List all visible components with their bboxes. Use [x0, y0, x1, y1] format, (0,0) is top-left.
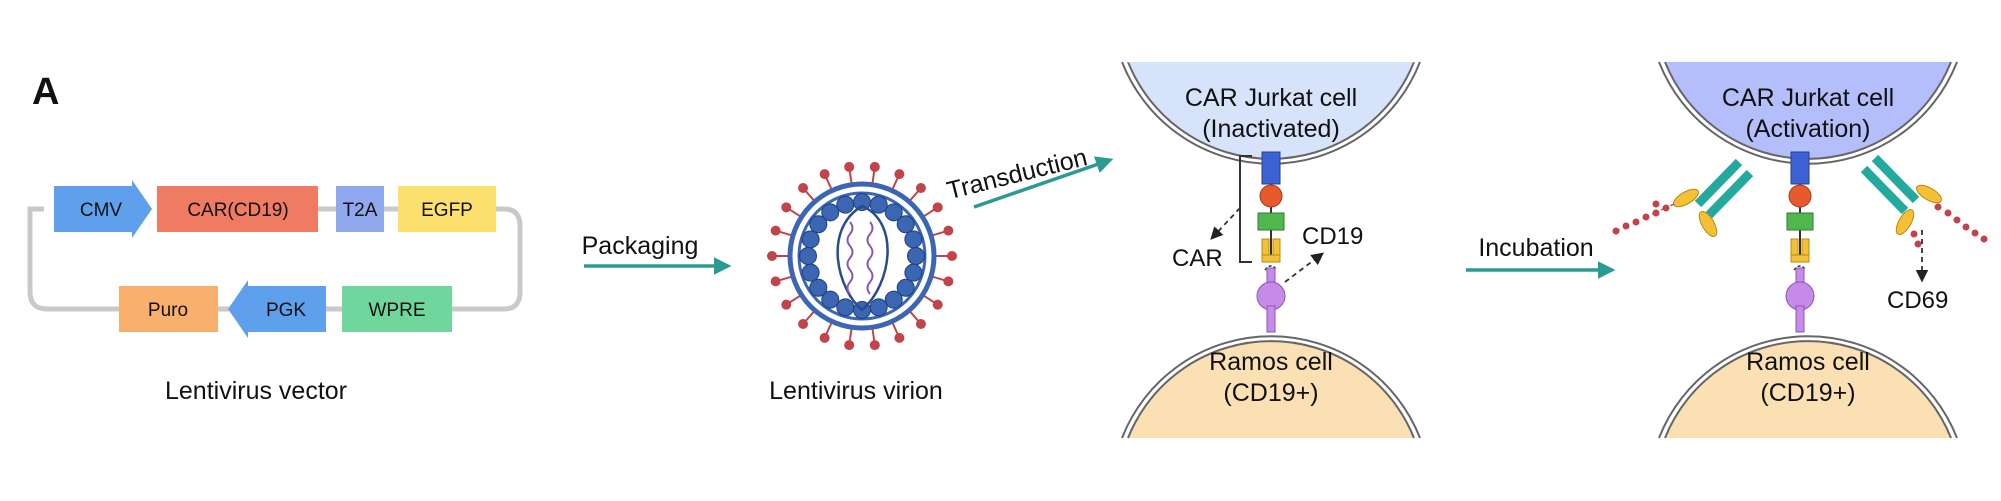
activated-panel: CAR Jurkat cell (Activation) Ramos cell …: [1612, 61, 1988, 439]
virion-spike-head: [915, 319, 926, 330]
puro-label: Puro: [148, 300, 188, 321]
virion-matrix-bead: [801, 230, 820, 249]
cd69-receptor-left: [1612, 158, 1754, 237]
transduction-arrow: [973, 156, 1114, 209]
virion-spike-head: [869, 161, 880, 172]
virion-spike-head: [767, 251, 777, 261]
virion-matrix-bead: [799, 247, 817, 265]
ramos-cell-inactive: [1128, 341, 1414, 438]
virion-matrix-bead: [869, 195, 888, 214]
virion-spike-head: [844, 161, 855, 172]
car-bracket: [1239, 155, 1252, 263]
car-cd19-gene: CAR(CD19): [157, 186, 318, 232]
virion-matrix-bead: [907, 247, 925, 265]
virion-matrix-bead: [836, 195, 855, 214]
virion-matrix-bead: [869, 298, 888, 317]
jurkat-active-state: (Activation): [1745, 115, 1870, 143]
lentivirus-vector: CMV CAR(CD19) T2A EGFP Puro PGK WPRE Len…: [27, 180, 523, 405]
virion-capsid: [836, 204, 889, 312]
virion-matrix-bead: [809, 278, 828, 297]
wpre-label: WPRE: [369, 300, 426, 321]
transduction-step: Transduction: [944, 143, 1114, 209]
viral-rna: [866, 221, 874, 295]
pgk-label: PGK: [266, 300, 306, 321]
vector-caption: Lentivirus vector: [165, 377, 347, 405]
virion-spike-head: [915, 182, 926, 193]
viral-rna: [846, 221, 854, 295]
virion-spike-head: [943, 225, 954, 236]
jurkat-cell-active: [1665, 62, 1951, 159]
inactivated-panel: CAR Jurkat cell (Inactivated) Ramos cell…: [1121, 50, 1421, 439]
puro-gene: Puro: [119, 286, 218, 332]
panel-label: A: [32, 71, 59, 113]
virion-spike-head: [943, 276, 954, 287]
virion-matrix-bead: [896, 215, 915, 234]
packaging-step: Packaging: [582, 232, 732, 275]
virion-matrix-proteins: [799, 193, 925, 319]
cd69-receptor-right: [1860, 154, 1988, 248]
virion-matrix-bead: [884, 290, 903, 309]
virion-spike-head: [819, 332, 830, 343]
virion-spike-head: [781, 202, 792, 213]
cmv-label: CMV: [80, 200, 123, 221]
t2a-label: T2A: [343, 200, 378, 221]
virion-spike-head: [869, 340, 880, 351]
lentivirus-virion: Lentivirus virion: [767, 161, 957, 405]
cd69-label: CD69: [1887, 287, 1948, 314]
virion-spike-head: [798, 182, 809, 193]
car-receptor: [1257, 151, 1285, 263]
virion-matrix-bead: [821, 290, 840, 309]
ramos-inactive-title: Ramos cell: [1209, 348, 1333, 376]
virion-matrix-bead: [904, 263, 923, 282]
virion-matrix-bead: [884, 203, 903, 222]
jurkat-active-title: CAR Jurkat cell: [1722, 84, 1894, 112]
egfp-gene: EGFP: [398, 186, 496, 232]
virion-matrix-bead: [904, 230, 923, 249]
ramos-cell-active: [1665, 341, 1951, 438]
virion-spike-head: [894, 332, 905, 343]
jurkat-inactive-title: CAR Jurkat cell: [1185, 84, 1357, 112]
virion-matrix-bead: [896, 278, 915, 297]
pgk-promoter: PGK: [228, 280, 326, 338]
cd19-antigen: [1256, 265, 1286, 333]
ramos-active-title: Ramos cell: [1746, 348, 1870, 376]
virion-spike-head: [819, 169, 830, 180]
virion-spike-head: [894, 169, 905, 180]
jurkat-cell-inactive: [1128, 62, 1414, 159]
virion-spike-head: [932, 299, 943, 310]
virion-spike-head: [844, 340, 855, 351]
cmv-promoter: CMV: [54, 180, 152, 238]
virion-spike-head: [770, 225, 781, 236]
cd19-label: CD19: [1302, 223, 1363, 250]
wpre-element: WPRE: [342, 286, 452, 332]
virion-spike-head: [770, 276, 781, 287]
egfp-label: EGFP: [421, 200, 473, 221]
car-cd19-label: CAR(CD19): [187, 200, 288, 221]
virion-spike-head: [947, 251, 957, 261]
car-receptor-active: [1786, 151, 1814, 263]
virion-spike-head: [798, 319, 809, 330]
packaging-label: Packaging: [582, 232, 699, 260]
virion-caption: Lentivirus virion: [769, 377, 943, 405]
t2a-element: T2A: [336, 186, 384, 232]
cd19-antigen-active: [1785, 265, 1815, 333]
virion-matrix-bead: [836, 298, 855, 317]
virion-matrix-bead: [801, 263, 820, 282]
virion-spike-head: [932, 202, 943, 213]
incubation-label: Incubation: [1478, 234, 1593, 262]
virion-matrix-bead: [821, 203, 840, 222]
ramos-inactive-state: (CD19+): [1223, 379, 1318, 407]
incubation-step: Incubation: [1466, 234, 1616, 279]
virion-matrix-bead: [809, 215, 828, 234]
virion-spikes: [767, 161, 957, 351]
virion-spike-head: [781, 299, 792, 310]
ramos-active-state: (CD19+): [1760, 379, 1855, 407]
jurkat-inactive-state: (Inactivated): [1202, 115, 1340, 143]
car-label: CAR: [1172, 245, 1223, 272]
